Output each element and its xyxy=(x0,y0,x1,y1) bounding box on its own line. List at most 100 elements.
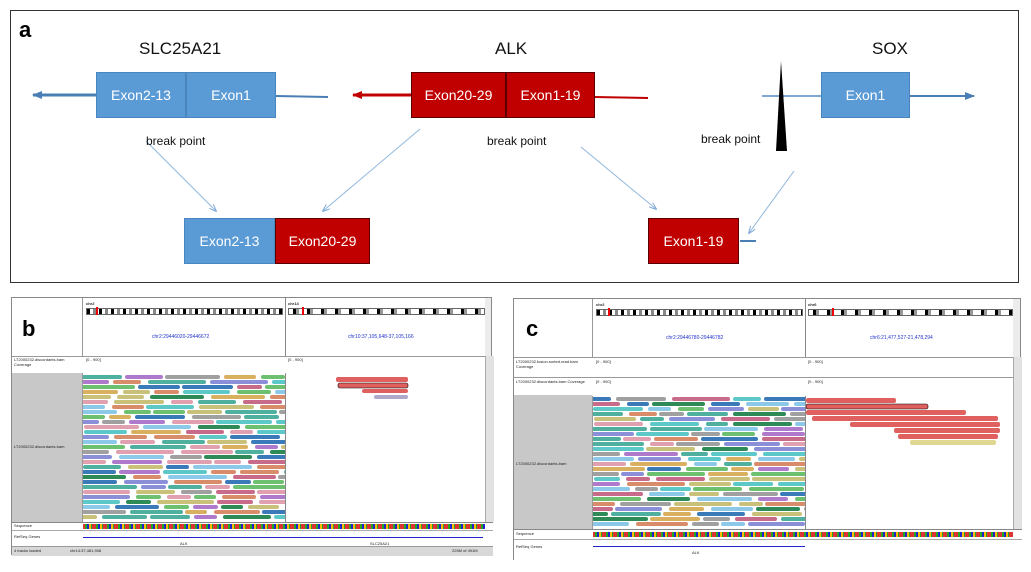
aligned-read xyxy=(133,475,161,479)
track-label-sequence: Sequence xyxy=(516,531,535,536)
alk-tail-line xyxy=(593,96,649,99)
aligned-read xyxy=(102,420,125,424)
aligned-read xyxy=(746,402,789,406)
gene-label-slc25a21: SLC25A21 xyxy=(139,39,222,58)
gene-name-right: SLC25A21 xyxy=(370,541,390,546)
aligned-read xyxy=(194,515,217,519)
aligned-read xyxy=(594,422,643,426)
aligned-read xyxy=(711,507,753,511)
aligned-read xyxy=(615,507,662,511)
status-position: chr14:37,481,908 xyxy=(70,548,102,553)
aligned-read xyxy=(130,445,186,449)
read-right xyxy=(806,403,929,410)
aligned-read xyxy=(593,407,643,411)
aligned-read xyxy=(709,477,750,481)
aligned-read xyxy=(257,465,285,469)
alk-exon1-19-box: Exon1-19 xyxy=(506,72,595,118)
aligned-read xyxy=(83,400,108,404)
aligned-read xyxy=(237,385,262,389)
aligned-read xyxy=(650,427,702,431)
aligned-read xyxy=(691,432,720,436)
aligned-read xyxy=(783,442,805,446)
aligned-read xyxy=(652,402,705,406)
aligned-read xyxy=(778,482,805,486)
aligned-read xyxy=(83,435,109,439)
vertical-scrollbar[interactable] xyxy=(485,356,494,522)
panel-a-lines xyxy=(32,61,975,242)
aligned-read xyxy=(697,512,745,516)
aligned-read xyxy=(83,395,111,399)
aligned-read xyxy=(756,507,800,511)
aligned-read xyxy=(627,402,649,406)
aligned-read xyxy=(711,452,757,456)
aligned-read xyxy=(207,440,247,444)
aligned-read xyxy=(257,490,285,494)
aligned-read xyxy=(687,412,728,416)
aligned-read xyxy=(270,450,285,454)
aligned-read xyxy=(721,417,770,421)
aligned-read xyxy=(663,512,691,516)
sequence-bases xyxy=(593,532,1013,537)
aligned-read xyxy=(688,457,721,461)
aligned-read xyxy=(83,375,122,379)
break-point-label-alk: break point xyxy=(487,134,547,148)
aligned-read xyxy=(630,462,687,466)
aligned-read xyxy=(724,462,752,466)
aligned-read xyxy=(593,502,615,506)
aligned-read xyxy=(762,437,805,441)
locus-left: chr2:29446780-29446782 xyxy=(666,335,724,341)
aligned-read xyxy=(593,402,620,406)
aligned-read xyxy=(199,435,227,439)
aligned-read xyxy=(172,420,214,424)
aligned-read xyxy=(130,510,183,514)
aligned-read xyxy=(648,407,671,411)
aligned-read xyxy=(593,487,630,491)
locus-right: chr6:21,477,527-21,478,294 xyxy=(870,335,933,341)
aligned-read xyxy=(669,417,715,421)
track-label-bam: LT2000232.discordants.bam xyxy=(14,444,65,449)
reads-left xyxy=(593,397,805,526)
aligned-read xyxy=(278,475,285,479)
aligned-read xyxy=(233,475,276,479)
aligned-read xyxy=(722,432,755,436)
alignment-area-right xyxy=(286,373,485,522)
slc25a21-tail-line xyxy=(275,95,329,98)
aligned-read xyxy=(193,465,252,469)
aligned-read xyxy=(174,480,222,484)
aligned-read xyxy=(153,410,185,414)
aligned-read xyxy=(146,405,194,409)
aligned-read xyxy=(128,465,163,469)
panel-c-letter: c xyxy=(526,316,539,341)
aligned-read xyxy=(623,437,651,441)
coverage-scale-right: [0 - 900] xyxy=(288,357,303,362)
aligned-read xyxy=(124,480,168,484)
aligned-read xyxy=(764,427,803,431)
aligned-read xyxy=(182,385,233,389)
ideogram-right xyxy=(808,309,1013,316)
aligned-read xyxy=(799,457,805,461)
aligned-read xyxy=(636,522,688,526)
aligned-read xyxy=(703,517,730,521)
aligned-read xyxy=(150,395,204,399)
aligned-read xyxy=(114,400,164,404)
aligned-read xyxy=(84,425,139,429)
aligned-read xyxy=(168,485,202,489)
aligned-read xyxy=(225,480,251,484)
aligned-read xyxy=(217,500,253,504)
coverage-track-1 xyxy=(514,357,1013,378)
aligned-read xyxy=(748,522,805,526)
vertical-scrollbar[interactable] xyxy=(1013,357,1022,529)
fusion1-exon2-13-box: Exon2-13 xyxy=(184,218,275,264)
aligned-read xyxy=(708,472,748,476)
ideogram-left xyxy=(596,309,803,316)
aligned-read xyxy=(650,442,674,446)
aligned-read xyxy=(136,490,175,494)
aligned-read xyxy=(621,472,644,476)
aligned-read xyxy=(739,502,763,506)
aligned-read xyxy=(194,495,216,499)
gene-name-left: ALK xyxy=(180,541,188,546)
genes-track xyxy=(514,539,1022,561)
aligned-read xyxy=(83,475,126,479)
status-bar xyxy=(12,546,493,556)
read-right xyxy=(910,440,996,445)
